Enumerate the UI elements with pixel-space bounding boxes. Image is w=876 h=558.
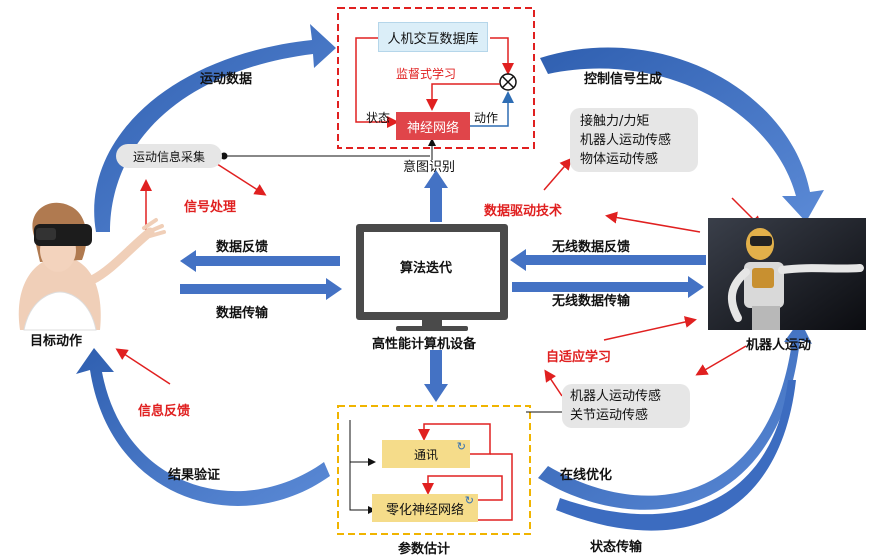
wireless-feedback-label: 无线数据反馈	[552, 240, 631, 255]
sensor-box-bottom: 机器人运动传感 关节运动传感	[562, 384, 690, 428]
online-optimization-label: 在线优化	[560, 468, 613, 483]
comm-label: 通讯	[413, 447, 438, 462]
hci-database-box: 人机交互数据库	[378, 22, 488, 52]
arrow-wireless-feedback	[510, 249, 706, 271]
param-estimation-caption: 参数估计	[398, 542, 451, 557]
motion-data-label: 运动数据	[200, 72, 253, 87]
humanoid-robot-image	[708, 218, 866, 330]
refresh-icon: ↻	[456, 440, 466, 453]
signal-processing-label: 信号处理	[184, 200, 237, 215]
sensor-item: 物体运动传感	[580, 151, 659, 167]
data-transfer-label: 数据传输	[216, 306, 269, 321]
sensor-item: 关节运动传感	[570, 408, 649, 423]
arrow-down-to-param	[424, 350, 448, 402]
arrow-data-transfer	[180, 278, 342, 300]
result-verify-label: 结果验证	[168, 468, 221, 483]
sensor-item: 机器人运动传感	[580, 132, 672, 148]
state-label: 状态	[366, 111, 391, 125]
curve-arrow-bottom-left	[76, 348, 330, 506]
supervised-learning-label: 监督式学习	[396, 67, 457, 81]
intent-frame	[337, 7, 535, 149]
hpc-device-label: 高性能计算机设备	[372, 337, 477, 352]
zeroing-network-box: 零化神经网络 ↻	[372, 494, 478, 522]
computer-monitor-icon	[356, 224, 508, 331]
zeroing-network-label: 零化神经网络	[385, 502, 464, 518]
robot-motion-label: 机器人运动	[746, 338, 812, 353]
curve-arrow-top-left	[94, 24, 337, 232]
arrow-data-feedback	[180, 250, 340, 272]
vr-user-image	[18, 202, 166, 331]
comm-box: 通讯 ↻	[382, 440, 470, 468]
state-transfer-label: 状态传输	[590, 540, 643, 555]
param-frame	[337, 405, 531, 535]
arrow-wireless-transfer	[512, 276, 704, 298]
sensor-box-top: 接触力/力矩 机器人运动传感 物体运动传感	[570, 108, 698, 172]
motion-collect-box: 运动信息采集	[116, 144, 222, 168]
refresh-icon: ↻	[464, 494, 474, 507]
neural-network-label: 神经网络	[406, 120, 459, 136]
control-signal-label: 控制信号生成	[584, 72, 663, 87]
target-action-label: 目标动作	[30, 334, 83, 349]
curve-arrow-top-right	[540, 47, 824, 223]
sensor-item: 接触力/力矩	[580, 113, 650, 129]
motion-collect-label: 运动信息采集	[132, 149, 205, 164]
data-driven-label: 数据驱动技术	[484, 204, 563, 219]
info-feedback-label: 信息反馈	[138, 404, 191, 419]
data-feedback-label: 数据反馈	[216, 240, 269, 255]
algorithm-iteration-label: 算法迭代	[400, 261, 453, 276]
sensor-item: 机器人运动传感	[570, 389, 662, 404]
curve-arrow-bottom-right-inner	[556, 380, 796, 531]
neural-network-box: 神经网络	[396, 112, 470, 140]
adaptive-learning-label: 自适应学习	[546, 350, 612, 365]
action-label: 动作	[474, 111, 499, 125]
arrow-up-to-intent	[424, 170, 448, 222]
intent-recognition-caption: 意图识别	[403, 160, 456, 175]
hci-database-label: 人机交互数据库	[387, 31, 479, 47]
curve-arrow-bottom-right	[538, 320, 812, 510]
wireless-transfer-label: 无线数据传输	[552, 294, 631, 309]
